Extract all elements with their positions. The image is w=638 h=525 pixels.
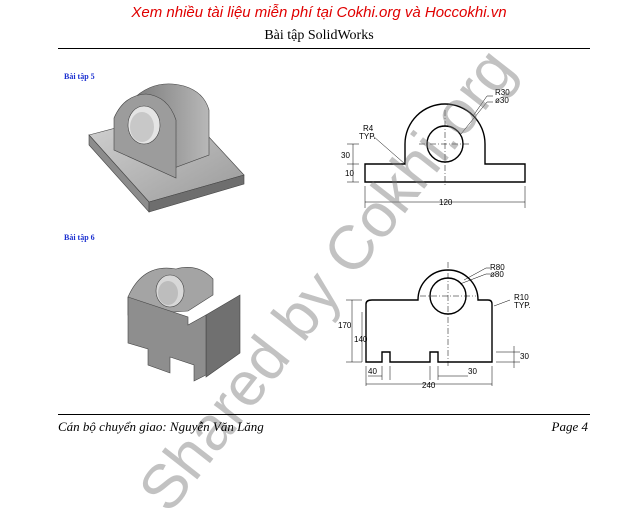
dim-label: 170 [338, 321, 352, 330]
dim-label: ø30 [495, 96, 509, 105]
footer-divider [58, 414, 590, 415]
dim-label: ø80 [490, 270, 504, 279]
dim-label: R80 [490, 263, 505, 272]
dim-label: R4 [363, 124, 374, 133]
site-banner: Xem nhiều tài liệu miễn phí tại Cokhi.or… [131, 4, 507, 21]
dim-label: TYP. [359, 132, 376, 141]
exercise-5-label: Bài tập 5 [64, 72, 95, 81]
dim-label: 120 [439, 198, 453, 207]
dim-label: R10 [514, 293, 529, 302]
dim-label: 30 [341, 151, 350, 160]
page-title: Bài tập SolidWorks [264, 28, 374, 43]
dim-label: 10 [345, 169, 354, 178]
exercise-5-technical-drawing: R30 ø30 R4 TYP. 30 10 120 [341, 88, 526, 208]
dim-label: 40 [368, 367, 377, 376]
dim-label: 30 [468, 367, 477, 376]
dim-label: R30 [495, 88, 510, 97]
exercise-6-isometric-model [127, 267, 241, 382]
dim-label: 240 [422, 381, 436, 390]
dim-label: 30 [520, 352, 529, 361]
exercise-6-technical-drawing: R80 ø80 R10 TYP. 170 140 30 40 240 30 [338, 262, 531, 390]
footer-author: Cán bộ chuyển giao: Nguyễn Văn Lăng [58, 419, 264, 434]
dim-label: TYP. [514, 301, 531, 310]
header-divider [58, 48, 590, 49]
page-number: Page 4 [551, 419, 588, 434]
exercise-5-isometric-model [88, 83, 245, 213]
exercise-6-label: Bài tập 6 [64, 233, 95, 242]
dim-label: 140 [354, 335, 368, 344]
